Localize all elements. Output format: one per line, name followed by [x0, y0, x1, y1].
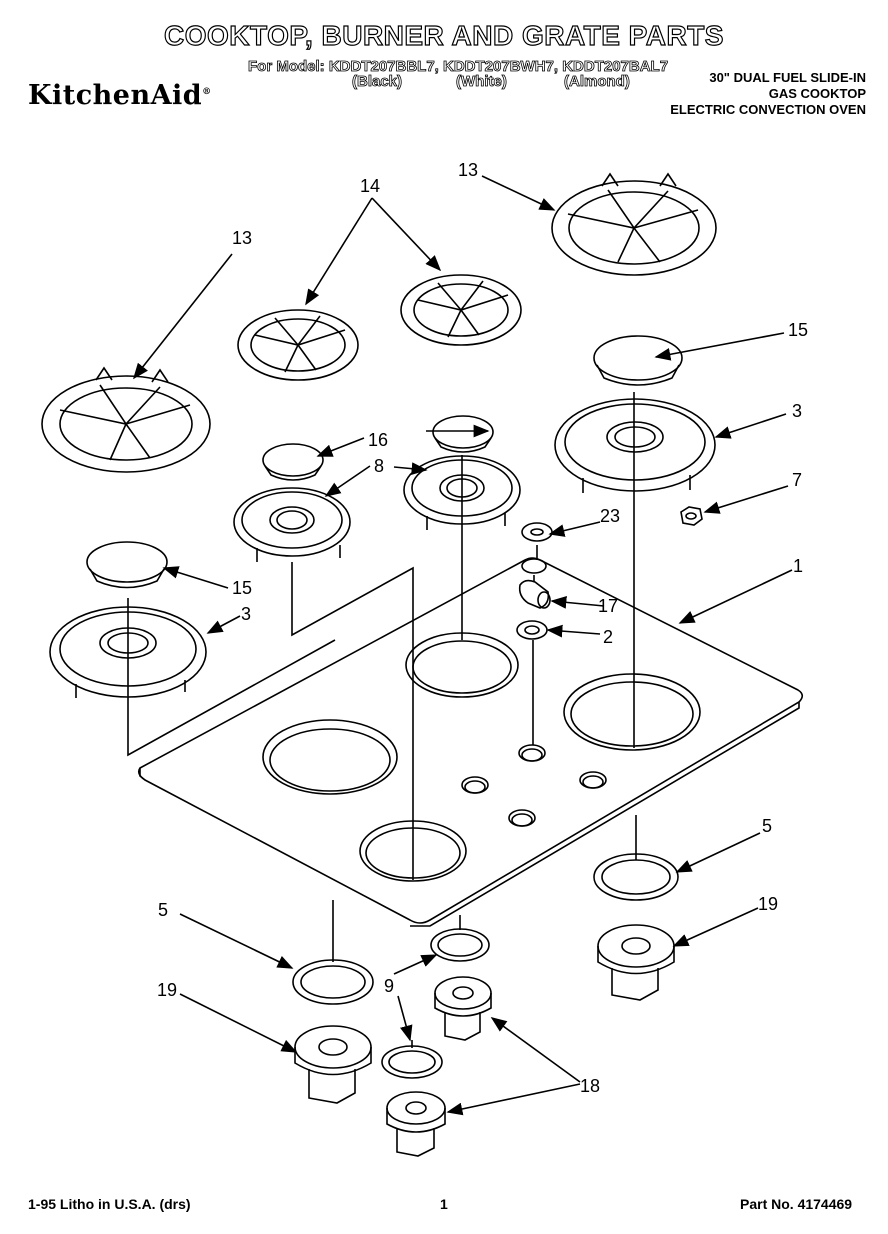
leader-arrows — [133, 175, 793, 1116]
brand-logo: KitchenAid® — [28, 80, 212, 111]
control-knob-holes — [461, 744, 607, 827]
callout-17: 17 — [598, 596, 618, 616]
callout-18: 18 — [580, 1076, 600, 1096]
bezel — [516, 620, 548, 640]
description-line-1: 30" DUAL FUEL SLIDE-IN — [709, 70, 866, 85]
description-line-3: ELECTRIC CONVECTION OVEN — [670, 102, 866, 117]
washer-upper — [521, 558, 547, 574]
alignment-lines — [127, 392, 637, 1048]
burner-cap-large-right — [593, 335, 683, 386]
callout-2: 2 — [603, 627, 613, 647]
litho-note: 1-95 Litho in U.S.A. (drs) — [28, 1196, 191, 1212]
callout-13-top: 13 — [458, 160, 478, 180]
callout-8: 8 — [374, 456, 384, 476]
burner-base-small-left — [233, 487, 351, 562]
callout-16: 16 — [368, 430, 388, 450]
callout-3-right: 3 — [792, 401, 802, 421]
page-number: 1 — [440, 1196, 448, 1212]
callout-1: 1 — [793, 556, 803, 576]
burner-cap-small-left — [262, 443, 324, 481]
color-black: (Black) — [352, 73, 403, 91]
ring-right — [593, 853, 679, 901]
spring-clip — [521, 522, 553, 542]
callout-3-left: 3 — [241, 604, 251, 624]
callout-9: 9 — [384, 976, 394, 996]
registered-mark: ® — [202, 87, 212, 97]
callout-13-left: 13 — [232, 228, 252, 248]
callout-5-right: 5 — [762, 816, 772, 836]
model-numbers: For Model: KDDT207BBL7, KDDT207BWH7, KDD… — [248, 58, 669, 76]
callout-7: 7 — [792, 470, 802, 490]
color-white: (White) — [456, 73, 508, 91]
callout-23: 23 — [600, 506, 620, 526]
burner-base-large-right — [554, 398, 716, 493]
grate-small-right — [400, 274, 522, 346]
burner-head-small-upper — [434, 976, 492, 1041]
callout-labels: 13 14 13 15 3 16 8 7 23 1 15 17 3 2 5 19… — [157, 160, 808, 1096]
ring-left — [292, 959, 374, 1005]
burner-head-small-lower — [386, 1091, 446, 1157]
callout-15-right: 15 — [788, 320, 808, 340]
callout-5-left: 5 — [158, 900, 168, 920]
callout-19-right: 19 — [758, 894, 778, 914]
burner-head-right — [597, 924, 675, 1001]
description-line-2: GAS COOKTOP — [768, 86, 866, 101]
product-description: 30" DUAL FUEL SLIDE-IN GAS COOKTOP ELECT… — [670, 70, 866, 118]
callout-15-left: 15 — [232, 578, 252, 598]
callout-19-left: 19 — [157, 980, 177, 1000]
brand-name: KitchenAid — [28, 80, 203, 111]
cooktop-panel — [138, 557, 804, 927]
grate-small-left — [237, 309, 359, 381]
grate-large-left — [41, 366, 211, 473]
nut — [680, 506, 703, 526]
burner-head-left — [294, 1025, 372, 1104]
ring-small-lower — [381, 1045, 443, 1079]
page-title: COOKTOP, BURNER AND GRATE PARTS — [163, 19, 724, 51]
grate-large-right — [551, 172, 717, 276]
part-number: Part No. 4174469 — [740, 1196, 853, 1212]
burner-cap-large-left — [86, 541, 168, 589]
callout-14: 14 — [360, 176, 380, 196]
color-almond: (Almond) — [564, 73, 631, 91]
burner-cap-small-right — [432, 415, 494, 453]
ring-small-upper — [430, 928, 490, 962]
knob — [518, 579, 551, 609]
